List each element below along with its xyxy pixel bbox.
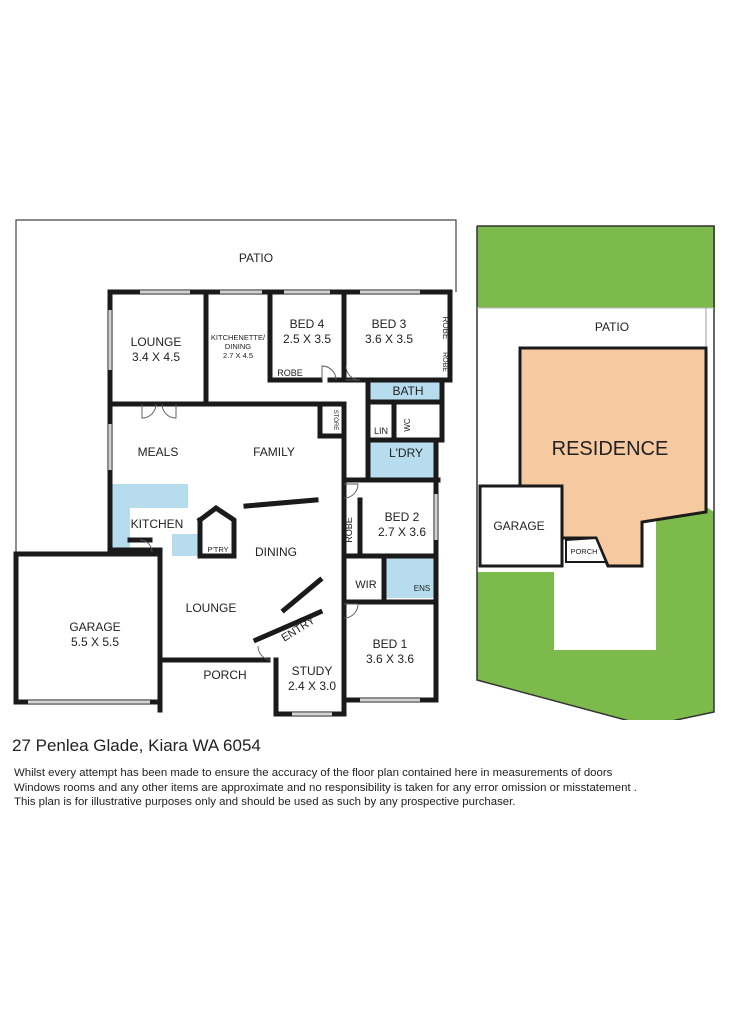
porch-label: PORCH [203, 668, 246, 682]
store-label: STORE [332, 410, 338, 431]
bed2-label: BED 2 [385, 510, 420, 524]
disclaimer-line-3: This plan is for illustrative purposes o… [14, 796, 516, 808]
robe-bed3-label: ROBE [441, 317, 450, 340]
site-patio-label: PATIO [595, 320, 629, 334]
robe-bed3b-label: ROBE [441, 352, 448, 372]
patio-outline [15, 219, 457, 552]
driveway [554, 565, 656, 650]
kitchen-label: KITCHEN [131, 517, 184, 531]
floor-plan: PATIO LOUNGE 3.4 X 4.5 KITCHENETTE/ DINI… [13, 219, 457, 717]
family-label: FAMILY [253, 445, 295, 459]
kitchenette-label-1: KITCHENETTE/ [211, 333, 266, 342]
bed2-size: 2.7 X 3.6 [378, 525, 426, 539]
garage-size: 5.5 X 5.5 [71, 635, 119, 649]
wc-label: WC [403, 418, 412, 432]
lounge-top-size: 3.4 X 4.5 [132, 350, 180, 364]
bed1-size: 3.6 X 3.6 [366, 652, 414, 666]
bath-label: BATH [392, 384, 423, 398]
laundry-label: L'DRY [389, 446, 423, 460]
garage-block [478, 484, 564, 568]
room-labels: PATIO LOUNGE 3.4 X 4.5 KITCHENETTE/ DINI… [69, 251, 450, 693]
bath-area [370, 382, 442, 402]
disclaimer-line-1: Whilst every attempt has been made to en… [14, 767, 613, 779]
laundry-area [370, 440, 436, 480]
kitchen-bench-side [112, 484, 130, 554]
site-garage-label: GARAGE [493, 519, 544, 533]
lawn-side [656, 508, 714, 676]
property-address: 27 Penlea Glade, Kiara WA 6054 [12, 736, 261, 755]
disclaimer-line-2: Windows rooms and any other items are ap… [14, 781, 637, 794]
site-residence-label: RESIDENCE [552, 438, 669, 460]
bed4-label: BED 4 [290, 317, 325, 331]
patio-label: PATIO [239, 251, 273, 265]
bed4-size: 2.5 X 3.5 [283, 332, 331, 346]
floor-plan-drawing: PATIO LOUNGE 3.4 X 4.5 KITCHENETTE/ DINI… [13, 219, 715, 720]
study-label: STUDY [292, 664, 333, 678]
ens-label: ENS [414, 584, 430, 593]
lawn-top [477, 226, 715, 308]
disclaimer: Whilst every attempt has been made to en… [14, 766, 719, 810]
robe-bed2-label: ROBE [344, 517, 354, 543]
site-porch-label: PORCH [570, 547, 597, 556]
lin-label: LIN [374, 426, 388, 436]
lounge-label: LOUNGE [186, 601, 237, 615]
window-lines [28, 291, 437, 715]
lounge-top-label: LOUNGE [131, 335, 182, 349]
bed3-size: 3.6 X 3.5 [365, 332, 413, 346]
site-plan: PATIO RESIDENCE GARAGE PORCH [476, 225, 715, 720]
door-swings [139, 365, 361, 661]
bed3-label: BED 3 [372, 317, 407, 331]
wir-label: WIR [355, 579, 376, 591]
kitchenette-size: 2.7 X 4.5 [223, 351, 253, 360]
meals-label: MEALS [138, 445, 179, 459]
robe-bed4-label: ROBE [277, 368, 303, 378]
kitchenette-label-2: DINING [225, 342, 251, 351]
porch-block [565, 536, 608, 563]
dining-label: DINING [255, 545, 297, 559]
kitchen-island [172, 534, 200, 556]
ensuite-area [384, 556, 436, 598]
bed1-label: BED 1 [373, 637, 408, 651]
garage-label: GARAGE [69, 620, 120, 634]
lot-boundary [476, 225, 715, 720]
study-size: 2.4 X 3.0 [288, 679, 336, 693]
pantry-label: P'TRY [207, 545, 228, 554]
site-labels: PATIO RESIDENCE GARAGE PORCH [493, 320, 668, 556]
